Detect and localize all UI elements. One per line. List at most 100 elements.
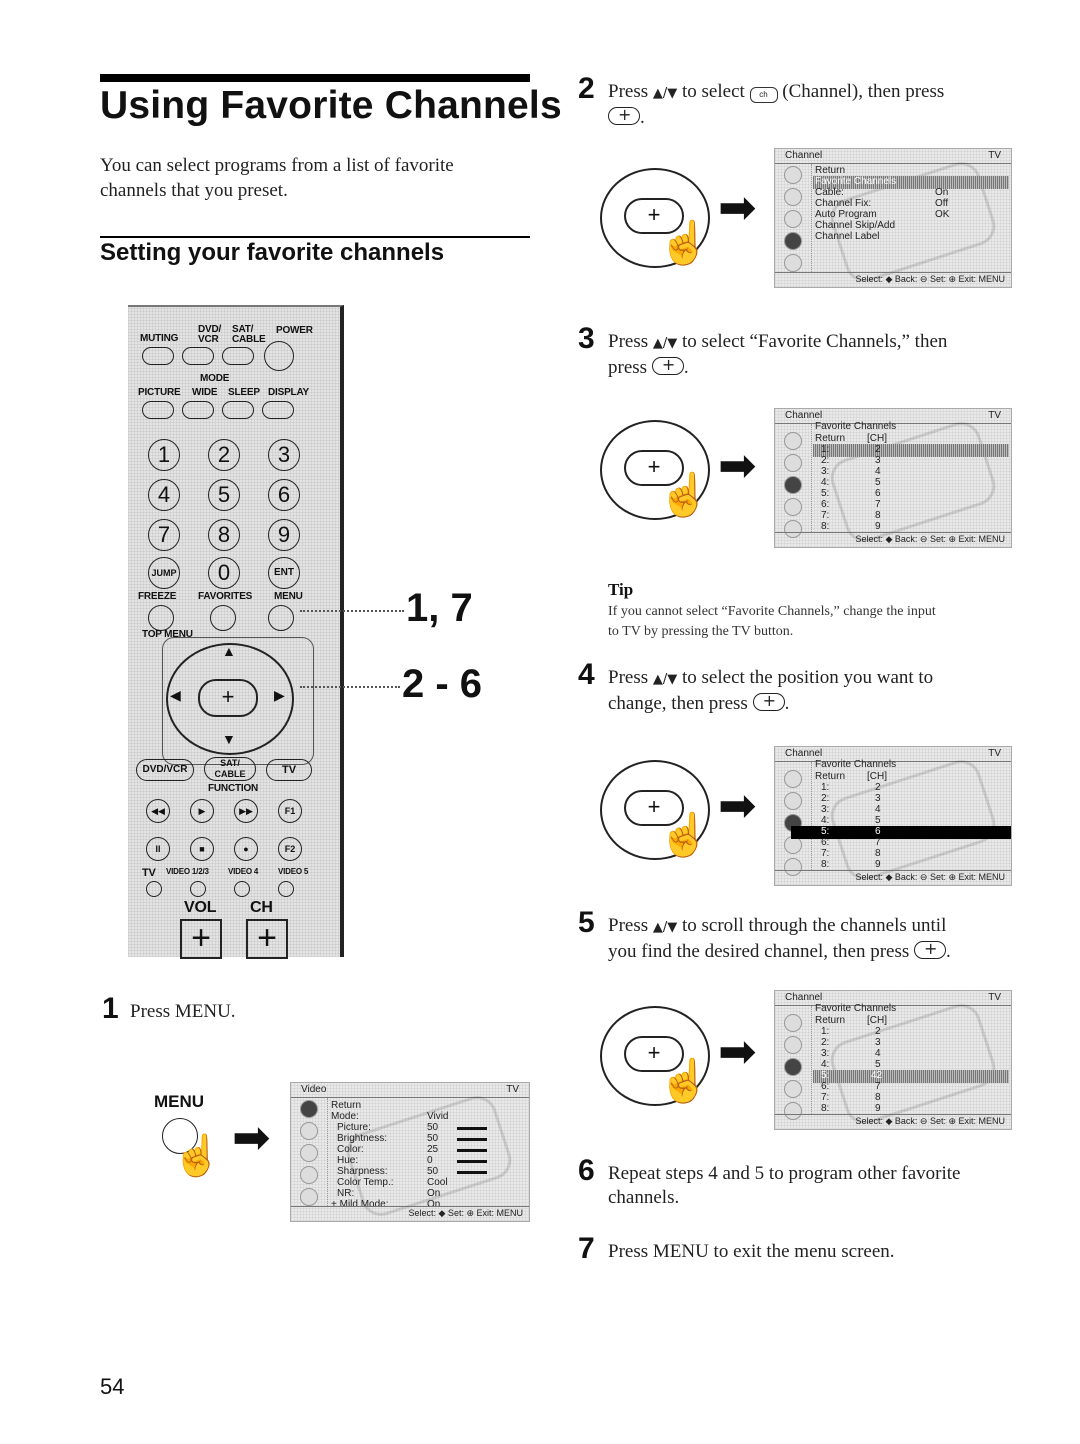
menu-button[interactable] xyxy=(268,605,294,631)
dpad-enter-icon: + xyxy=(624,1036,684,1072)
video4-input-button[interactable] xyxy=(234,881,250,897)
fav3-tv: TV xyxy=(988,410,1001,421)
menu-icon xyxy=(784,1080,802,1098)
dpad-up-arrow[interactable]: ▲ xyxy=(222,643,236,659)
fav4-return: Return xyxy=(815,771,846,782)
fav4-ch: 3 xyxy=(875,793,881,804)
function-dvdvcr-button[interactable]: DVD/VCR xyxy=(136,759,194,781)
video-row-value: 50 xyxy=(427,1166,439,1177)
fav3-ch: 4 xyxy=(875,466,881,477)
video123-input-button[interactable] xyxy=(190,881,206,897)
rewind-button[interactable]: ◀◀ xyxy=(146,799,170,823)
f2-button[interactable]: F2 xyxy=(278,837,302,861)
video-row-value: 50 xyxy=(427,1122,439,1133)
video-row-value: On xyxy=(427,1199,441,1210)
ent-button[interactable]: ENT xyxy=(268,557,300,589)
channel-row-value: On xyxy=(935,187,949,198)
fav3-ch: 5 xyxy=(875,477,881,488)
volume-up-button[interactable]: + xyxy=(180,919,222,959)
digit-6-button[interactable]: 6 xyxy=(268,479,300,511)
dpad-right-arrow[interactable]: ▶ xyxy=(274,687,285,703)
fav4-pos: 4: xyxy=(821,815,830,826)
watermark-icon xyxy=(825,999,1001,1129)
slider-bar xyxy=(457,1171,487,1174)
power-button[interactable] xyxy=(264,341,294,371)
intro-line-2: channels that you preset. xyxy=(100,180,288,201)
dpad-enter-icon: + xyxy=(624,198,684,234)
tip-heading: Tip xyxy=(608,580,634,599)
fav4-pos: 3: xyxy=(821,804,830,815)
tv-input-button[interactable] xyxy=(146,881,162,897)
dpad-down-arrow[interactable]: ▼ xyxy=(222,731,236,747)
channel-row: Cable: xyxy=(815,187,844,198)
digit-7-button[interactable]: 7 xyxy=(148,519,180,551)
up-down-arrows-icon: ▲/▼ xyxy=(652,672,678,687)
watermark-icon xyxy=(825,755,1001,885)
menu-icon xyxy=(784,232,802,250)
dpad-left-arrow[interactable]: ◀ xyxy=(170,687,181,703)
enter-button-icon xyxy=(608,103,640,127)
step-3-number: 3 xyxy=(578,322,595,355)
fav5-pos: 7: xyxy=(821,1092,830,1103)
fav4-ch: 5 xyxy=(875,815,881,826)
step-1-text: Press MENU. xyxy=(130,1001,236,1022)
channel-row: Channel Label xyxy=(815,231,880,242)
slider-bar xyxy=(457,1127,487,1130)
digit-8-button[interactable]: 8 xyxy=(208,519,240,551)
channel-up-button[interactable]: + xyxy=(246,919,288,959)
step-5-text-c: you find the desired channel, then press xyxy=(608,941,910,962)
display-button[interactable] xyxy=(262,401,294,419)
remote-label-muting: MUTING xyxy=(140,333,179,344)
tip-line-1: If you cannot select “Favorite Channels,… xyxy=(608,604,936,619)
jump-button[interactable]: JUMP xyxy=(148,557,180,589)
sleep-button[interactable] xyxy=(222,401,254,419)
favorites-button[interactable] xyxy=(210,605,236,631)
pause-button[interactable]: II xyxy=(146,837,170,861)
video-row: Brightness: xyxy=(337,1133,388,1144)
digit-2-button[interactable]: 2 xyxy=(208,439,240,471)
digit-9-button[interactable]: 9 xyxy=(268,519,300,551)
dpad-illustration xyxy=(600,420,710,520)
fav3-pos: 5: xyxy=(821,488,830,499)
fav3-pos: 3: xyxy=(821,466,830,477)
fav3-pos: 1: xyxy=(821,444,830,455)
fast-forward-button[interactable]: ▶▶ xyxy=(234,799,258,823)
callout-leader-2 xyxy=(300,686,400,688)
satcable-mode-button[interactable] xyxy=(222,347,254,365)
freeze-button[interactable] xyxy=(148,605,174,631)
fav3-ch: 7 xyxy=(875,499,881,510)
dvdvcr-mode-button[interactable] xyxy=(182,347,214,365)
remote-label-power: POWER xyxy=(276,325,313,336)
video5-input-button[interactable] xyxy=(278,881,294,897)
fav4-pos: 1: xyxy=(821,782,830,793)
digit-1-button[interactable]: 1 xyxy=(148,439,180,471)
fav4-header: Channel xyxy=(785,748,823,759)
digit-0-button[interactable]: 0 xyxy=(208,557,240,589)
fav5-header: Channel xyxy=(785,992,823,1003)
stop-button[interactable]: ■ xyxy=(190,837,214,861)
video-row-value: 25 xyxy=(427,1144,439,1155)
fav4-subtitle: Favorite Channels xyxy=(815,759,897,770)
up-down-arrows-icon: ▲/▼ xyxy=(652,336,678,351)
record-button[interactable]: ● xyxy=(234,837,258,861)
muting-button[interactable] xyxy=(142,347,174,365)
fav3-pos: 8: xyxy=(821,521,830,532)
callout-leader-1 xyxy=(300,610,404,612)
enter-button[interactable]: + xyxy=(198,679,258,717)
digit-4-button[interactable]: 4 xyxy=(148,479,180,511)
wide-button[interactable] xyxy=(182,401,214,419)
digit-3-button[interactable]: 3 xyxy=(268,439,300,471)
function-satcable-button[interactable]: SAT/ CABLE xyxy=(204,757,256,781)
f1-button[interactable]: F1 xyxy=(278,799,302,823)
play-button[interactable]: ▶ xyxy=(190,799,214,823)
fav5-pos: 2: xyxy=(821,1037,830,1048)
video-row: Color Temp.: xyxy=(337,1177,394,1188)
fav3-ch: 2 xyxy=(875,444,881,455)
function-tv-button[interactable]: TV xyxy=(266,759,312,781)
digit-5-button[interactable]: 5 xyxy=(208,479,240,511)
fav4-ch: 4 xyxy=(875,804,881,815)
picture-button[interactable] xyxy=(142,401,174,419)
remote-label-picture: PICTURE xyxy=(138,387,181,398)
